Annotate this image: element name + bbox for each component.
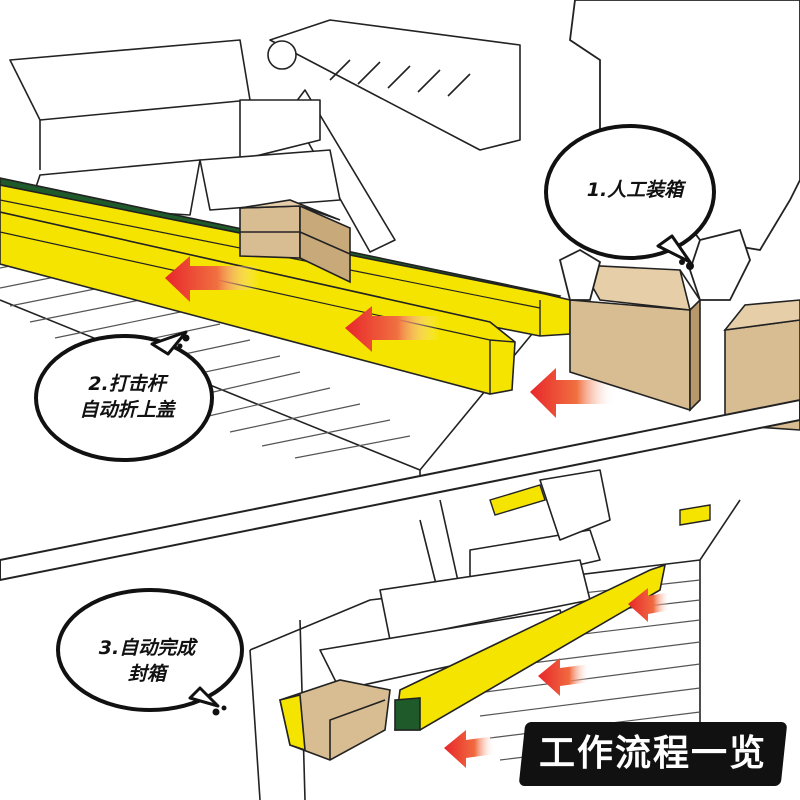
yellow-rail-front	[0, 211, 516, 395]
bubble-step3	[56, 588, 244, 716]
workflow-title: 工作流程一览	[538, 733, 767, 774]
arrow-bottom-2	[538, 658, 590, 696]
step3-line2: 封箱	[127, 662, 166, 685]
carton-manual-packing	[569, 264, 701, 412]
carton-in-machine	[239, 199, 351, 284]
arrow-top-left	[165, 256, 260, 302]
worker	[558, 0, 800, 301]
sealed-carton	[279, 679, 391, 761]
bubble-step1	[544, 124, 716, 270]
arrow-top-right	[530, 368, 615, 418]
arrow-top-mid	[345, 306, 440, 352]
carton-waiting	[723, 299, 800, 431]
panel-divider	[0, 398, 800, 582]
step2-line2: 自动折上盖	[79, 398, 175, 421]
arrow-bottom-3	[444, 730, 495, 768]
tape-head-yellow	[489, 484, 546, 516]
step3-label: 3.自动完成 封箱	[72, 636, 222, 687]
step2-line1: 2.打击杆	[88, 373, 166, 395]
bubble-step2	[34, 330, 214, 462]
arrow-bottom-1	[628, 588, 670, 622]
green-belt-bottom	[394, 697, 421, 731]
step3-line1: 3.自动完成	[98, 637, 196, 659]
step2-label: 2.打击杆 自动折上盖	[52, 372, 202, 423]
step1-text: 1.人工装箱	[586, 179, 684, 201]
step1-label: 1.人工装箱	[560, 178, 710, 204]
